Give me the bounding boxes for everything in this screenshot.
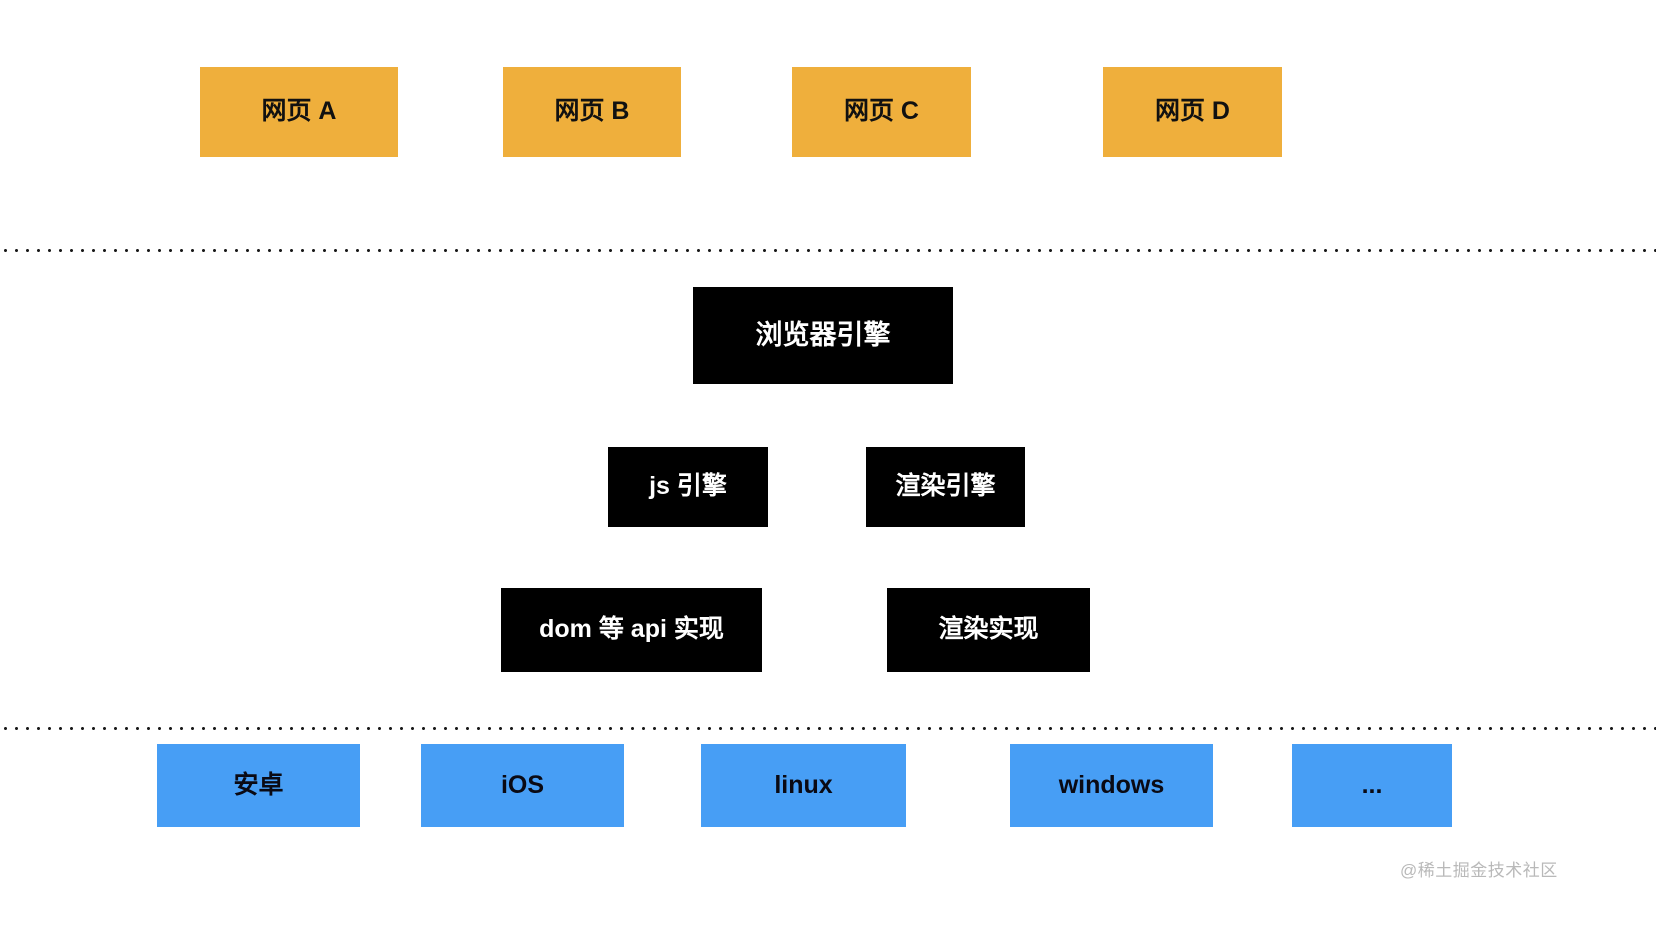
os-box-label: linux xyxy=(774,770,833,799)
os-box-3[interactable]: windows xyxy=(1010,744,1213,827)
web-page-box-label: 网页 D xyxy=(1154,97,1230,126)
os-box-label: ... xyxy=(1361,770,1383,799)
engine-box-0[interactable]: 浏览器引擎 xyxy=(693,287,953,384)
web-page-box-1[interactable]: 网页 B xyxy=(503,67,681,157)
engine-box-label: 渲染实现 xyxy=(938,615,1039,644)
os-box-label: 安卓 xyxy=(233,770,284,799)
web-page-box-2[interactable]: 网页 C xyxy=(792,67,971,157)
web-page-box-label: 网页 C xyxy=(843,97,919,126)
engine-box-label: dom 等 api 实现 xyxy=(539,615,724,644)
divider-above-browser-engine xyxy=(0,248,1656,253)
engine-box-3[interactable]: dom 等 api 实现 xyxy=(501,588,762,672)
web-page-box-3[interactable]: 网页 D xyxy=(1103,67,1282,157)
engine-box-label: 渲染引擎 xyxy=(895,472,996,501)
os-box-label: iOS xyxy=(500,770,545,799)
os-box-label: windows xyxy=(1058,770,1165,799)
os-box-4[interactable]: ... xyxy=(1292,744,1452,827)
engine-box-1[interactable]: js 引擎 xyxy=(608,447,768,527)
divider-above-operating-system xyxy=(0,726,1656,731)
os-box-2[interactable]: linux xyxy=(701,744,906,827)
engine-box-label: 浏览器引擎 xyxy=(755,319,891,350)
os-box-0[interactable]: 安卓 xyxy=(157,744,360,827)
web-page-box-label: 网页 A xyxy=(261,97,337,126)
engine-box-2[interactable]: 渲染引擎 xyxy=(866,447,1025,527)
os-box-1[interactable]: iOS xyxy=(421,744,624,827)
web-page-box-label: 网页 B xyxy=(554,97,630,126)
engine-box-label: js 引擎 xyxy=(649,472,727,501)
engine-box-4[interactable]: 渲染实现 xyxy=(887,588,1090,672)
web-page-box-0[interactable]: 网页 A xyxy=(200,67,398,157)
watermark: @稀土掘金技术社区 xyxy=(1400,861,1558,880)
